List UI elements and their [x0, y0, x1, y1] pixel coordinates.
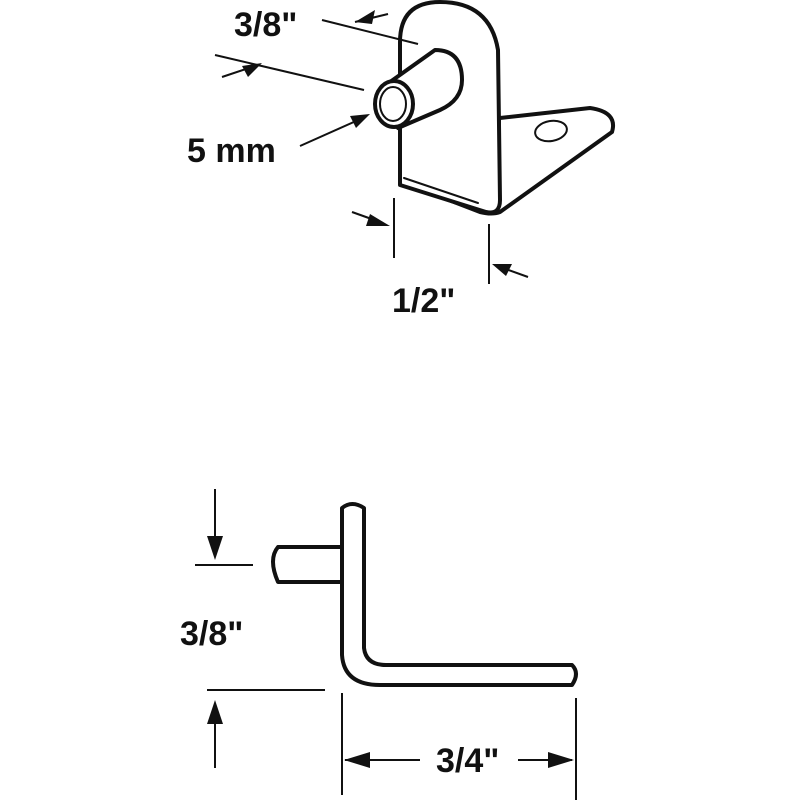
arrow-icon — [492, 264, 512, 276]
arrow-icon — [242, 63, 262, 77]
arrow-icon — [355, 10, 375, 24]
bracket-profile — [340, 502, 578, 687]
pin-length-label: 3/8" — [234, 6, 297, 44]
perspective-view: 3/8" 5 mm 1/2" — [187, 0, 615, 320]
bracket-depth-label: 3/4" — [436, 742, 499, 780]
side-view: 3/8" 3/4" — [180, 489, 578, 800]
arrow-icon — [366, 214, 390, 226]
arrow-left-icon — [344, 752, 370, 768]
pin — [271, 545, 342, 584]
arrow-icon — [350, 114, 370, 128]
bracket-plate — [398, 0, 502, 215]
arrow-down-icon — [207, 536, 223, 560]
arrow-right-icon — [548, 752, 574, 768]
pin-height-label: 3/8" — [180, 615, 243, 653]
pin-diameter-label: 5 mm — [187, 132, 276, 170]
mounting-hole — [534, 119, 568, 143]
bracket-width-label: 1/2" — [392, 282, 455, 320]
